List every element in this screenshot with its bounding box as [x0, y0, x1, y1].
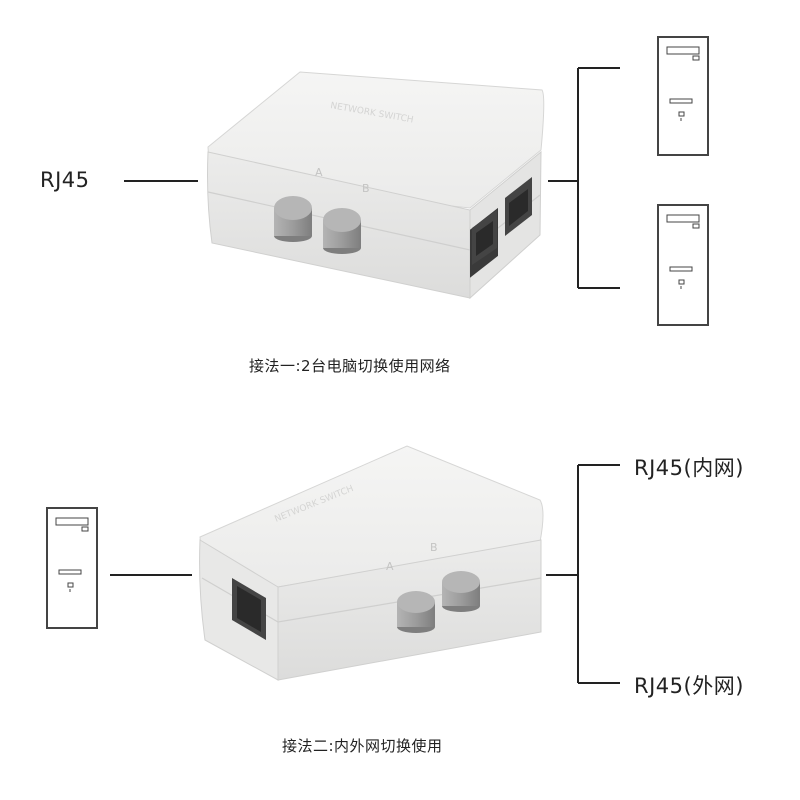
diagram-2: NETWORK SWITCH A B	[46, 445, 620, 684]
rj45-external-network-label: RJ45(外网)	[634, 674, 744, 698]
switch-button-b[interactable]	[442, 571, 480, 612]
diagram-2-caption: 接法二:内外网切换使用	[282, 737, 443, 755]
switch-button-b[interactable]	[323, 208, 361, 254]
connection-lines-2	[110, 464, 620, 684]
diagram-1: NETWORK SWITCH	[124, 36, 709, 326]
diagram-1-caption: 接法一:2台电脑切换使用网络	[249, 357, 451, 375]
port-label-b: B	[430, 541, 438, 554]
desktop-pc-tower-icon	[657, 36, 709, 156]
rj45-port-icon	[232, 578, 266, 640]
network-switch-device: NETWORK SWITCH A B	[199, 445, 544, 681]
port-label-a: A	[315, 166, 323, 179]
port-label-a: A	[386, 560, 394, 573]
switch-button-a[interactable]	[397, 591, 435, 633]
network-switch-device: NETWORK SWITCH	[207, 71, 545, 300]
desktop-pc-tower-icon	[657, 204, 709, 326]
rj45-input-label: RJ45	[40, 168, 90, 192]
rj45-port-icon	[472, 210, 497, 265]
rj45-internal-network-label: RJ45(内网)	[634, 456, 744, 480]
connection-lines-1	[124, 67, 620, 289]
switch-button-a[interactable]	[274, 196, 312, 242]
rj45-port-icon	[505, 177, 532, 236]
port-label-b: B	[362, 182, 370, 195]
desktop-pc-tower-icon	[46, 507, 98, 629]
